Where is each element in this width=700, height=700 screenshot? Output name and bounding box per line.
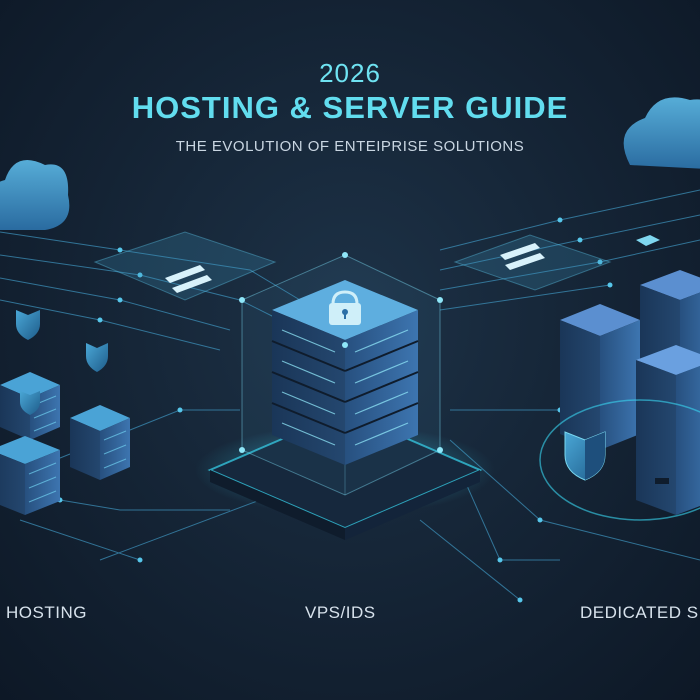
floating-panel-left [93, 231, 277, 301]
shield-icon [16, 310, 40, 340]
page-subtitle: THE EVOLUTION OF ENTEIPRISE SOLUTIONS [175, 138, 525, 155]
lock-icon [329, 290, 361, 325]
shared-hosting-servers [0, 372, 130, 515]
server-rack-icon [0, 436, 60, 515]
shield-icon [86, 343, 108, 372]
chip-icon [636, 235, 660, 246]
shield-icon [20, 391, 40, 415]
circuit-nodes [57, 217, 613, 603]
shield-icon [564, 431, 606, 481]
server-rack-icon [560, 304, 640, 450]
section-label-vps: VPS/IDS [305, 603, 376, 622]
floating-panel-right [453, 234, 612, 291]
server-rack-icon [0, 372, 60, 440]
server-rack-icon [636, 345, 700, 515]
dedicated-servers [539, 270, 700, 521]
year-heading: 2026 [319, 58, 381, 88]
cloud-icon-left [0, 160, 70, 230]
vps-server [195, 252, 495, 540]
section-label-dedicated: DEDICATED S [580, 603, 699, 622]
server-stack [271, 280, 419, 465]
cloud-icon-right [623, 97, 700, 169]
server-rack-icon [70, 405, 130, 480]
page-title: HOSTING & SERVER GUIDE [131, 90, 569, 125]
section-label-hosting: D HOSTING [0, 603, 87, 622]
